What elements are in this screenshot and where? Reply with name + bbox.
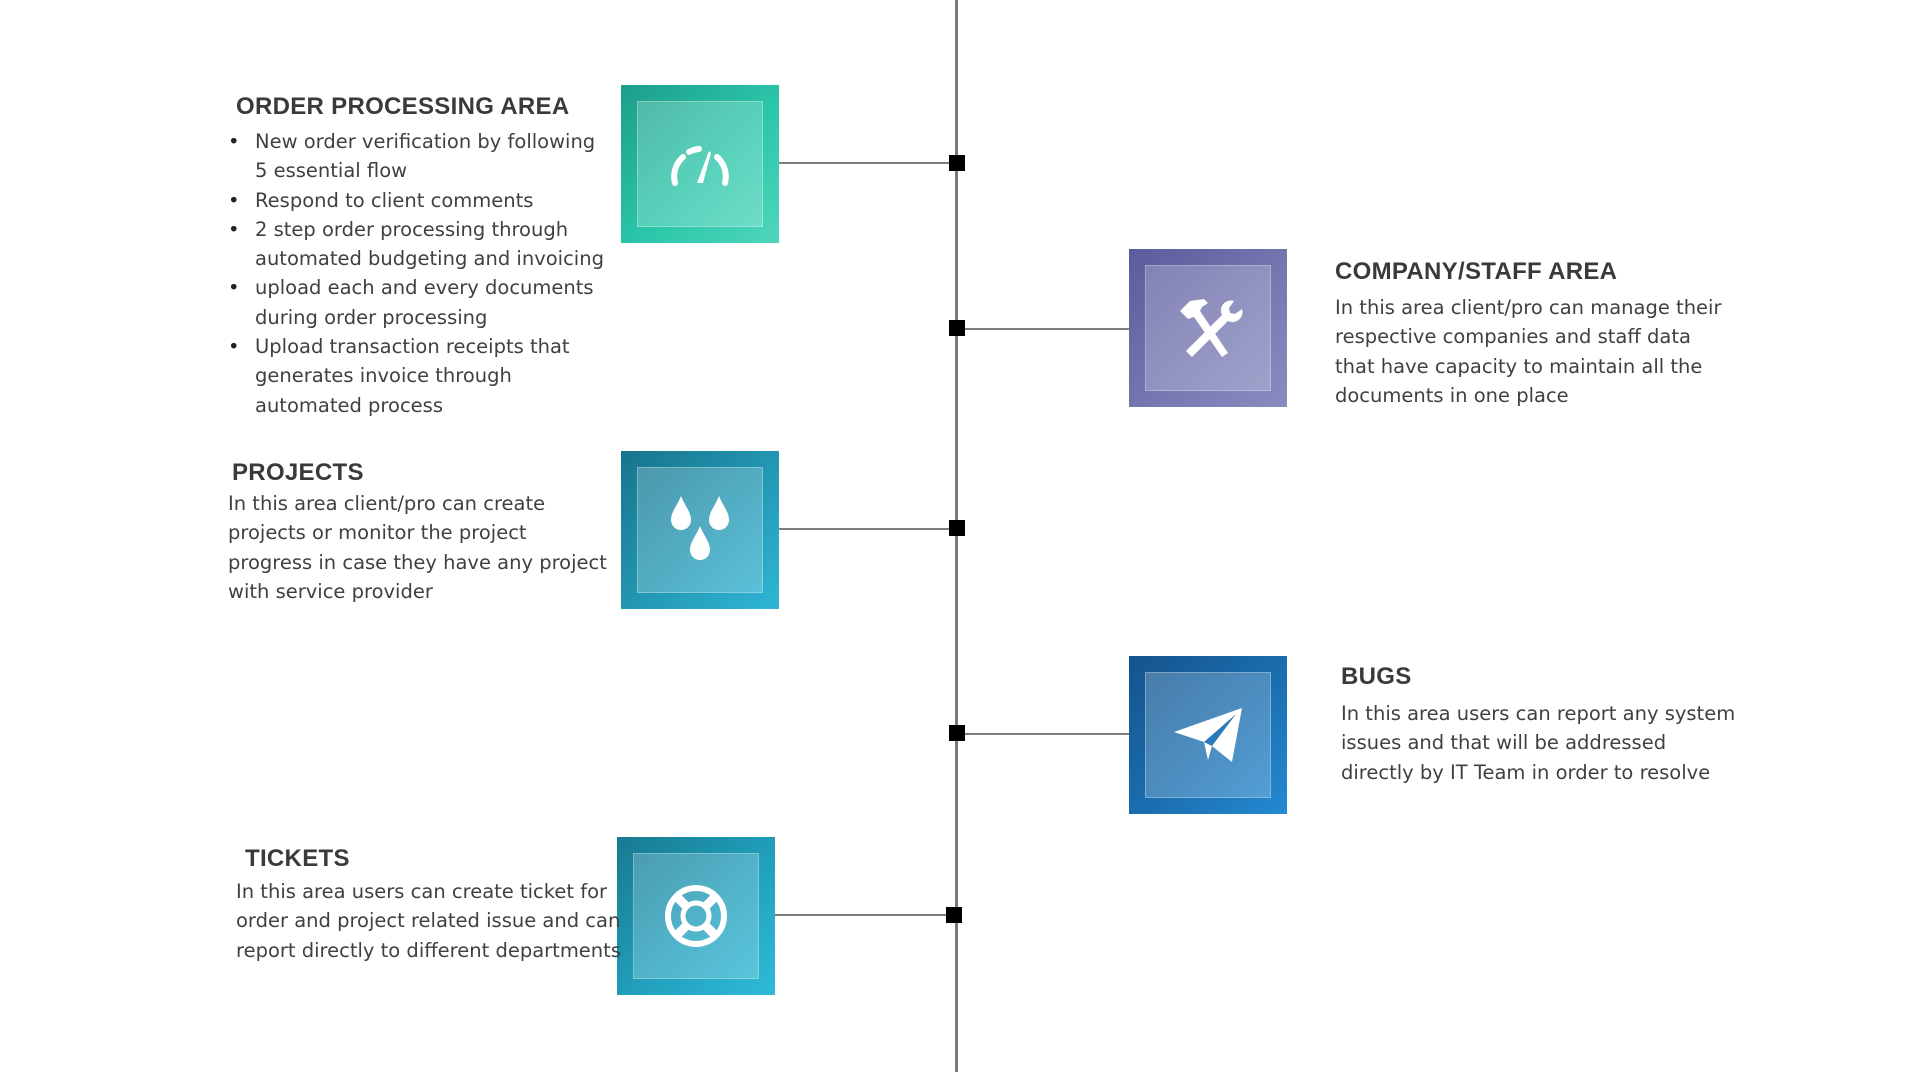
timeline-spine: [955, 0, 958, 1072]
list-item: Upload transaction receipts that generat…: [228, 332, 608, 420]
list-item: upload each and every documents during o…: [228, 273, 608, 332]
timeline-node-bugs: [949, 725, 965, 741]
connector-order-processing: [777, 162, 955, 164]
timeline-node-order-processing: [949, 155, 965, 171]
speedometer-icon: [671, 146, 729, 186]
paper-plane-icon: [1174, 708, 1242, 762]
order-processing-bullet-list: New order verification by following 5 es…: [228, 127, 608, 420]
projects-tile-inner: [637, 467, 763, 593]
list-item: 2 step order processing through automate…: [228, 215, 608, 274]
projects-title: PROJECTS: [232, 459, 364, 486]
company-staff-tile: [1129, 249, 1287, 407]
connector-projects: [777, 528, 955, 530]
tickets-description: In this area users can create ticket for…: [236, 880, 621, 962]
tickets-title: TICKETS: [245, 845, 350, 872]
tickets-tile-inner: [633, 853, 759, 979]
connector-company-staff: [958, 328, 1129, 330]
connector-bugs: [958, 733, 1129, 735]
company-staff-description: In this area client/pro can manage their…: [1335, 296, 1722, 407]
projects-tile: [621, 451, 779, 609]
order-processing-tile: [621, 85, 779, 243]
hammer-wrench-icon: [1180, 299, 1243, 357]
timeline-node-tickets: [946, 907, 962, 923]
list-item: Respond to client comments: [228, 186, 608, 216]
bugs-description: In this area users can report any system…: [1341, 702, 1736, 784]
company-staff-title: COMPANY/STAFF AREA: [1335, 258, 1618, 285]
timeline-node-projects: [949, 520, 965, 536]
lifebuoy-icon: [665, 885, 727, 947]
timeline-node-company-staff: [949, 320, 965, 336]
water-drops-icon: [671, 496, 729, 560]
connector-tickets: [773, 914, 955, 916]
company-staff-tile-inner: [1145, 265, 1271, 391]
tickets-tile: [617, 837, 775, 995]
projects-description: In this area client/pro can create proje…: [228, 492, 607, 603]
order-processing-tile-inner: [637, 101, 763, 227]
bugs-tile: [1129, 656, 1287, 814]
bugs-title: BUGS: [1341, 663, 1412, 690]
list-item: New order verification by following 5 es…: [228, 127, 608, 186]
bugs-tile-inner: [1145, 672, 1271, 798]
order-processing-title: ORDER PROCESSING AREA: [236, 93, 570, 120]
